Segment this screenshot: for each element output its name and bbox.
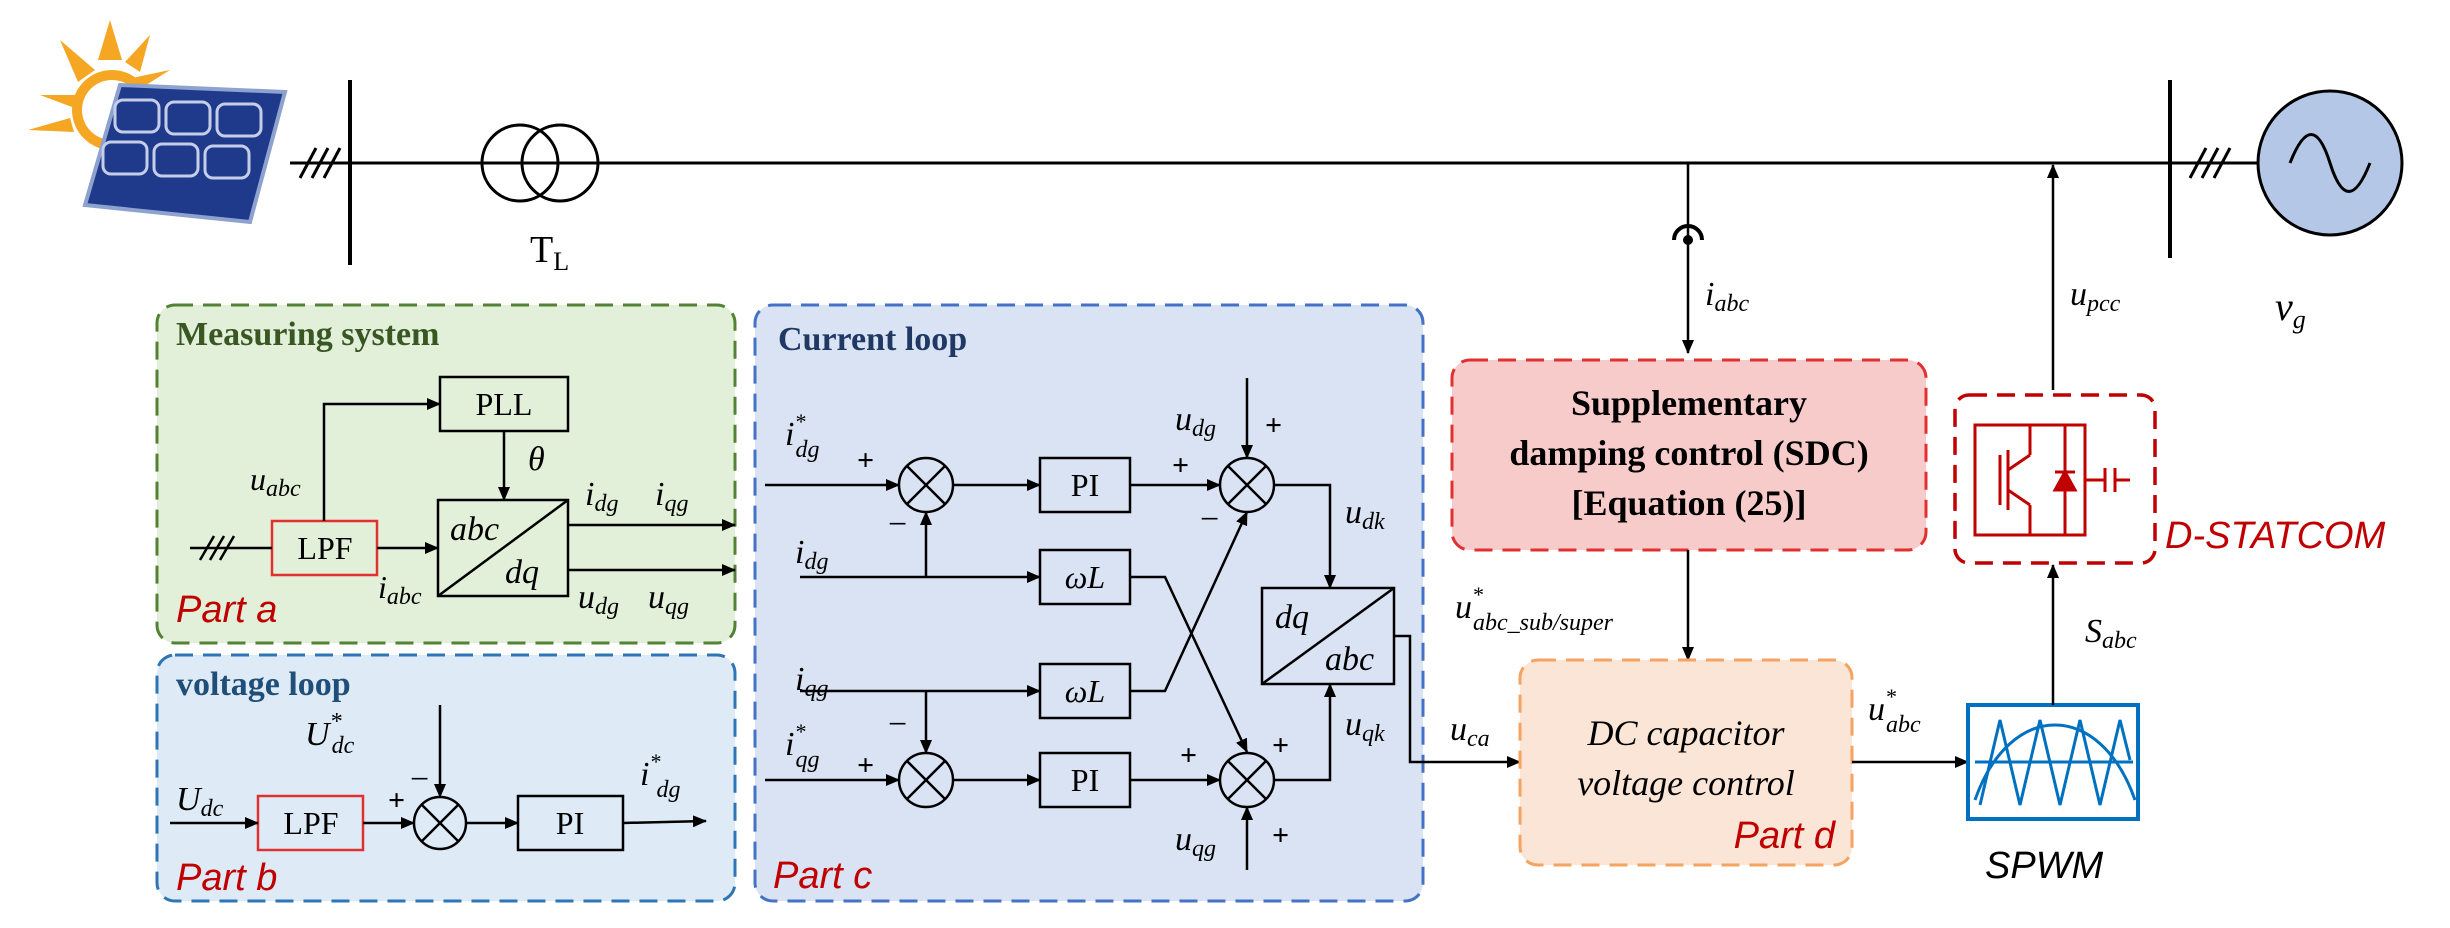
current-loop-title: Current loop bbox=[778, 321, 967, 358]
lpf-a-label: LPF bbox=[297, 530, 352, 566]
measuring-system-title: Measuring system bbox=[176, 316, 439, 353]
transformer-label: TL bbox=[530, 229, 569, 276]
u-dg-out-label: udg bbox=[578, 579, 619, 620]
i-qg-ref-label: i*qg bbox=[785, 719, 819, 773]
u-ca-label: uca bbox=[1450, 711, 1490, 752]
ac-source-icon bbox=[2256, 89, 2404, 237]
wl-q-label: ωL bbox=[1065, 673, 1105, 709]
d-statcom-block bbox=[1953, 393, 2157, 565]
u-pcc-label: upcc bbox=[2070, 276, 2121, 317]
solar-panel-icon bbox=[28, 20, 288, 225]
sdc-line2: damping control (SDC) bbox=[1509, 433, 1868, 473]
igbt-icon bbox=[1973, 423, 2130, 537]
s-abc-label: Sabc bbox=[2085, 613, 2137, 654]
plus-q2b: + bbox=[1272, 729, 1289, 762]
pll-label: PLL bbox=[476, 386, 533, 422]
abc-dq-top: abc bbox=[450, 511, 499, 548]
pi-d-label: PI bbox=[1071, 467, 1099, 503]
plus-q1: + bbox=[857, 749, 874, 782]
abc-dq-bottom: dq bbox=[505, 554, 539, 591]
pi-q-label: PI bbox=[1071, 762, 1099, 798]
u-qg-out-label: uqg bbox=[648, 579, 689, 620]
plus-d2b: + bbox=[1172, 449, 1189, 482]
dc-cap-line2: voltage control bbox=[1577, 763, 1795, 803]
theta-label: θ bbox=[528, 441, 545, 478]
dq-abc-bottom: abc bbox=[1325, 641, 1374, 678]
minus-b: − bbox=[410, 761, 429, 798]
plus-d2a: + bbox=[1265, 409, 1282, 442]
spwm-block bbox=[1966, 703, 2140, 821]
u-abc-label: uabc bbox=[250, 461, 301, 502]
sdc-block bbox=[1450, 358, 1928, 552]
u-dk-label: udk bbox=[1345, 494, 1385, 535]
u-dg-label: udg bbox=[1175, 401, 1216, 442]
voltage-loop-title: voltage loop bbox=[176, 666, 351, 703]
u-dc-ref-label: U*dc bbox=[305, 709, 355, 759]
u-dc-label: Udc bbox=[176, 781, 224, 822]
i-abc-label: iabc bbox=[378, 569, 422, 610]
minus-d1: − bbox=[888, 506, 907, 543]
plus-b: + bbox=[388, 784, 405, 817]
i-dg-ref-label: i*dg bbox=[785, 409, 819, 463]
wl-block-q bbox=[1038, 662, 1132, 720]
i-dg-out-label: idg bbox=[585, 476, 618, 517]
part-b-label: Part b bbox=[176, 857, 277, 899]
plus-q2a: + bbox=[1180, 739, 1197, 772]
u-abc-ref-label: u*abc bbox=[1868, 684, 1921, 738]
sdc-line1: Supplementary bbox=[1571, 383, 1807, 423]
dq-abc-top: dq bbox=[1275, 599, 1309, 636]
part-a-label: Part a bbox=[176, 589, 277, 631]
lpf-block-b bbox=[256, 794, 365, 852]
source-label: vg bbox=[2275, 284, 2306, 334]
i-qg-label: iqg bbox=[795, 661, 828, 702]
part-c-label: Part c bbox=[773, 855, 872, 897]
grid-line bbox=[290, 80, 2258, 265]
minus-d2: − bbox=[1200, 501, 1219, 538]
u-qg-label: uqg bbox=[1175, 821, 1216, 862]
minus-q1: − bbox=[888, 706, 907, 743]
pi-block-b bbox=[516, 794, 625, 852]
u-qk-label: uqk bbox=[1345, 706, 1385, 747]
d-statcom-label: D-STATCOM bbox=[2165, 515, 2386, 557]
dc-cap-line1: DC capacitor bbox=[1587, 713, 1786, 753]
wl-d-label: ωL bbox=[1065, 559, 1105, 595]
i-abc-meas-label: iabc bbox=[1705, 276, 1749, 317]
i-qg-out-label: iqg bbox=[655, 476, 688, 517]
i-dg-label: idg bbox=[795, 534, 828, 575]
part-d-label: Part d bbox=[1734, 815, 1837, 857]
lpf-b-label: LPF bbox=[283, 805, 338, 841]
u-abc-sub-super-label: u*abc_sub/super bbox=[1455, 582, 1614, 636]
pi-b-label: PI bbox=[556, 805, 584, 841]
plus-d1: + bbox=[857, 444, 874, 477]
spwm-label: SPWM bbox=[1985, 845, 2104, 887]
sdc-line3: [Equation (25)] bbox=[1571, 483, 1806, 523]
i-dg-ref-out-label: i*dg bbox=[640, 749, 680, 803]
plus-q2c: + bbox=[1272, 819, 1289, 852]
transformer-icon bbox=[480, 123, 600, 203]
